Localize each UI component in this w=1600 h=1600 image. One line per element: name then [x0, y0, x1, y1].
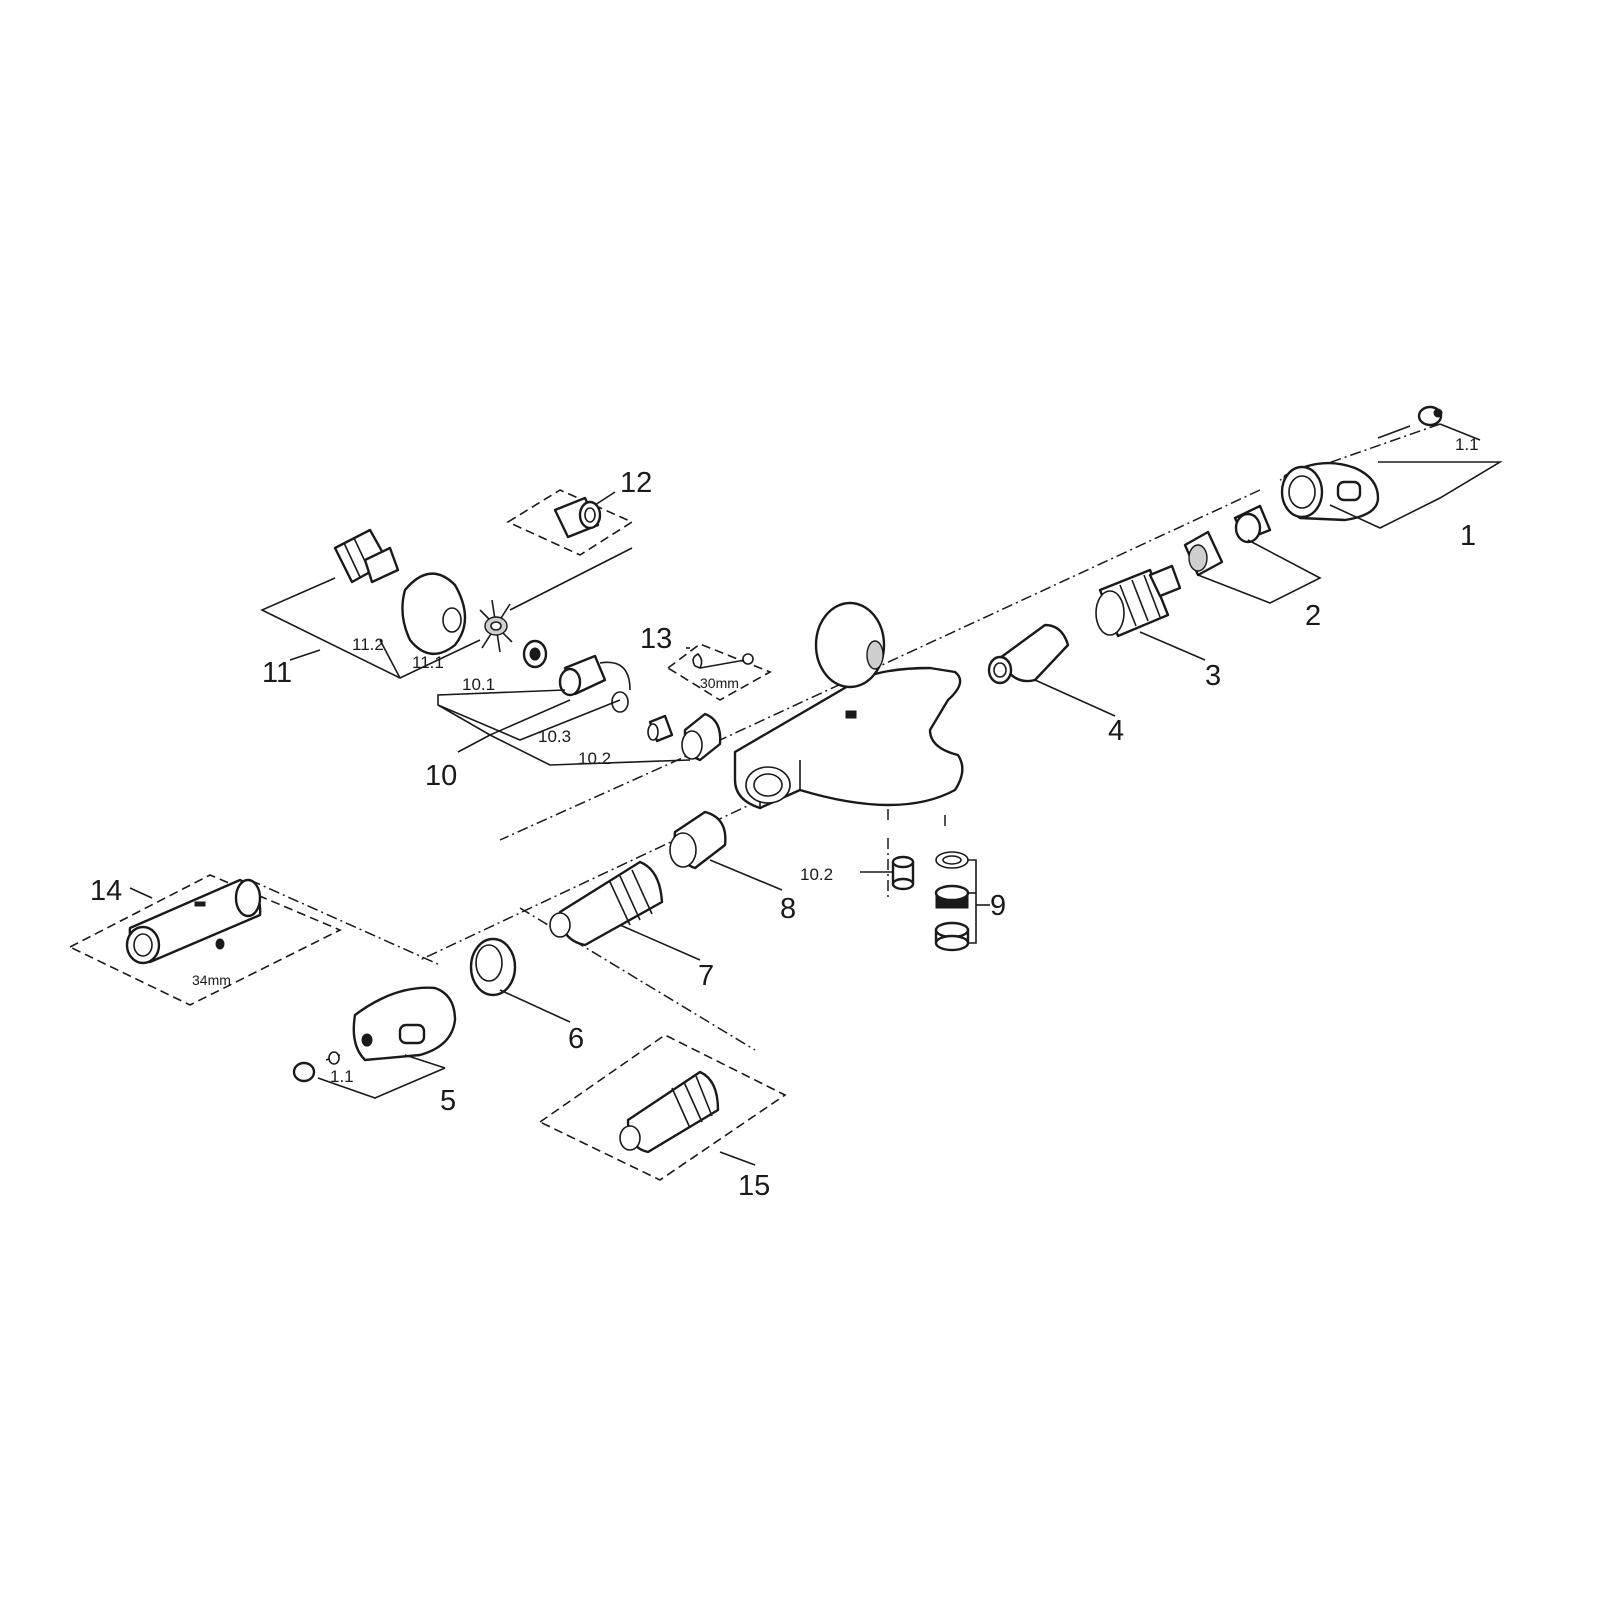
part-10-2-filter-lower — [891, 855, 915, 891]
part-11-s-union — [333, 528, 400, 584]
label-9: 9 — [990, 890, 1006, 922]
part-1-1-screw-cap-right — [1377, 405, 1443, 439]
part-12-adapter — [553, 496, 602, 539]
part-10-nut — [681, 712, 722, 762]
part-9-aerator-set — [934, 851, 970, 952]
label-10-2-lower: 10.2 — [800, 865, 833, 884]
label-10-3: 10.3 — [538, 727, 571, 746]
part-13-wrench — [692, 653, 754, 670]
part-4-sleeve — [987, 623, 1070, 685]
label-10-2-upper: 10.2 — [578, 749, 611, 768]
valve-body — [733, 601, 964, 810]
label-4: 4 — [1108, 715, 1124, 747]
part-10-2-filter — [647, 714, 674, 743]
label-wrench-30mm: 30mm — [700, 675, 739, 691]
label-2: 2 — [1305, 600, 1321, 632]
label-12: 12 — [620, 467, 652, 499]
label-8: 8 — [780, 893, 796, 925]
label-11: 11 — [262, 657, 292, 689]
label-1-1-right: 1.1 — [1455, 435, 1479, 454]
label-1-1-left: 1.1 — [330, 1067, 354, 1086]
part-15-cartridge — [619, 1070, 720, 1154]
part-15-box — [538, 1034, 787, 1181]
label-15: 15 — [738, 1170, 770, 1202]
part-7-cartridge — [549, 860, 664, 947]
part-10-oring — [611, 691, 629, 713]
part-3-cartridge — [1095, 564, 1182, 638]
label-3: 3 — [1205, 660, 1221, 692]
part-10-1-washer — [522, 639, 548, 669]
label-1: 1 — [1460, 520, 1476, 552]
part-14-tool — [125, 878, 262, 965]
leader-lines — [129, 423, 1503, 1166]
label-13: 13 — [640, 623, 672, 655]
label-11-1: 11.1 — [412, 653, 444, 672]
label-10: 10 — [425, 760, 457, 792]
label-10-1: 10.1 — [462, 675, 495, 694]
part-11-1-ring-washer — [479, 599, 513, 653]
part-8-nut — [669, 810, 727, 870]
part-2-adapter — [1183, 504, 1272, 577]
label-wrench-34mm: 34mm — [192, 972, 231, 988]
part-14-box — [68, 874, 342, 1006]
part-1-1-screw-cap-left — [292, 1051, 341, 1083]
part-5-left-handle — [352, 986, 457, 1062]
part-11-escutcheon — [401, 572, 467, 655]
label-14: 14 — [90, 875, 122, 907]
part-labels: 1 1.1 2 3 4 5 1.1 6 7 8 9 10 10.1 10.3 1… — [90, 435, 1479, 1202]
label-11-2: 11.2 — [352, 635, 384, 654]
part-6-ring — [469, 937, 517, 997]
label-6: 6 — [568, 1023, 584, 1055]
label-5: 5 — [440, 1085, 456, 1117]
part-10-connector — [558, 654, 631, 697]
part-1-right-handle — [1280, 461, 1380, 522]
part-13-box — [666, 643, 772, 701]
part-12-box — [506, 489, 634, 556]
label-7: 7 — [698, 960, 714, 992]
